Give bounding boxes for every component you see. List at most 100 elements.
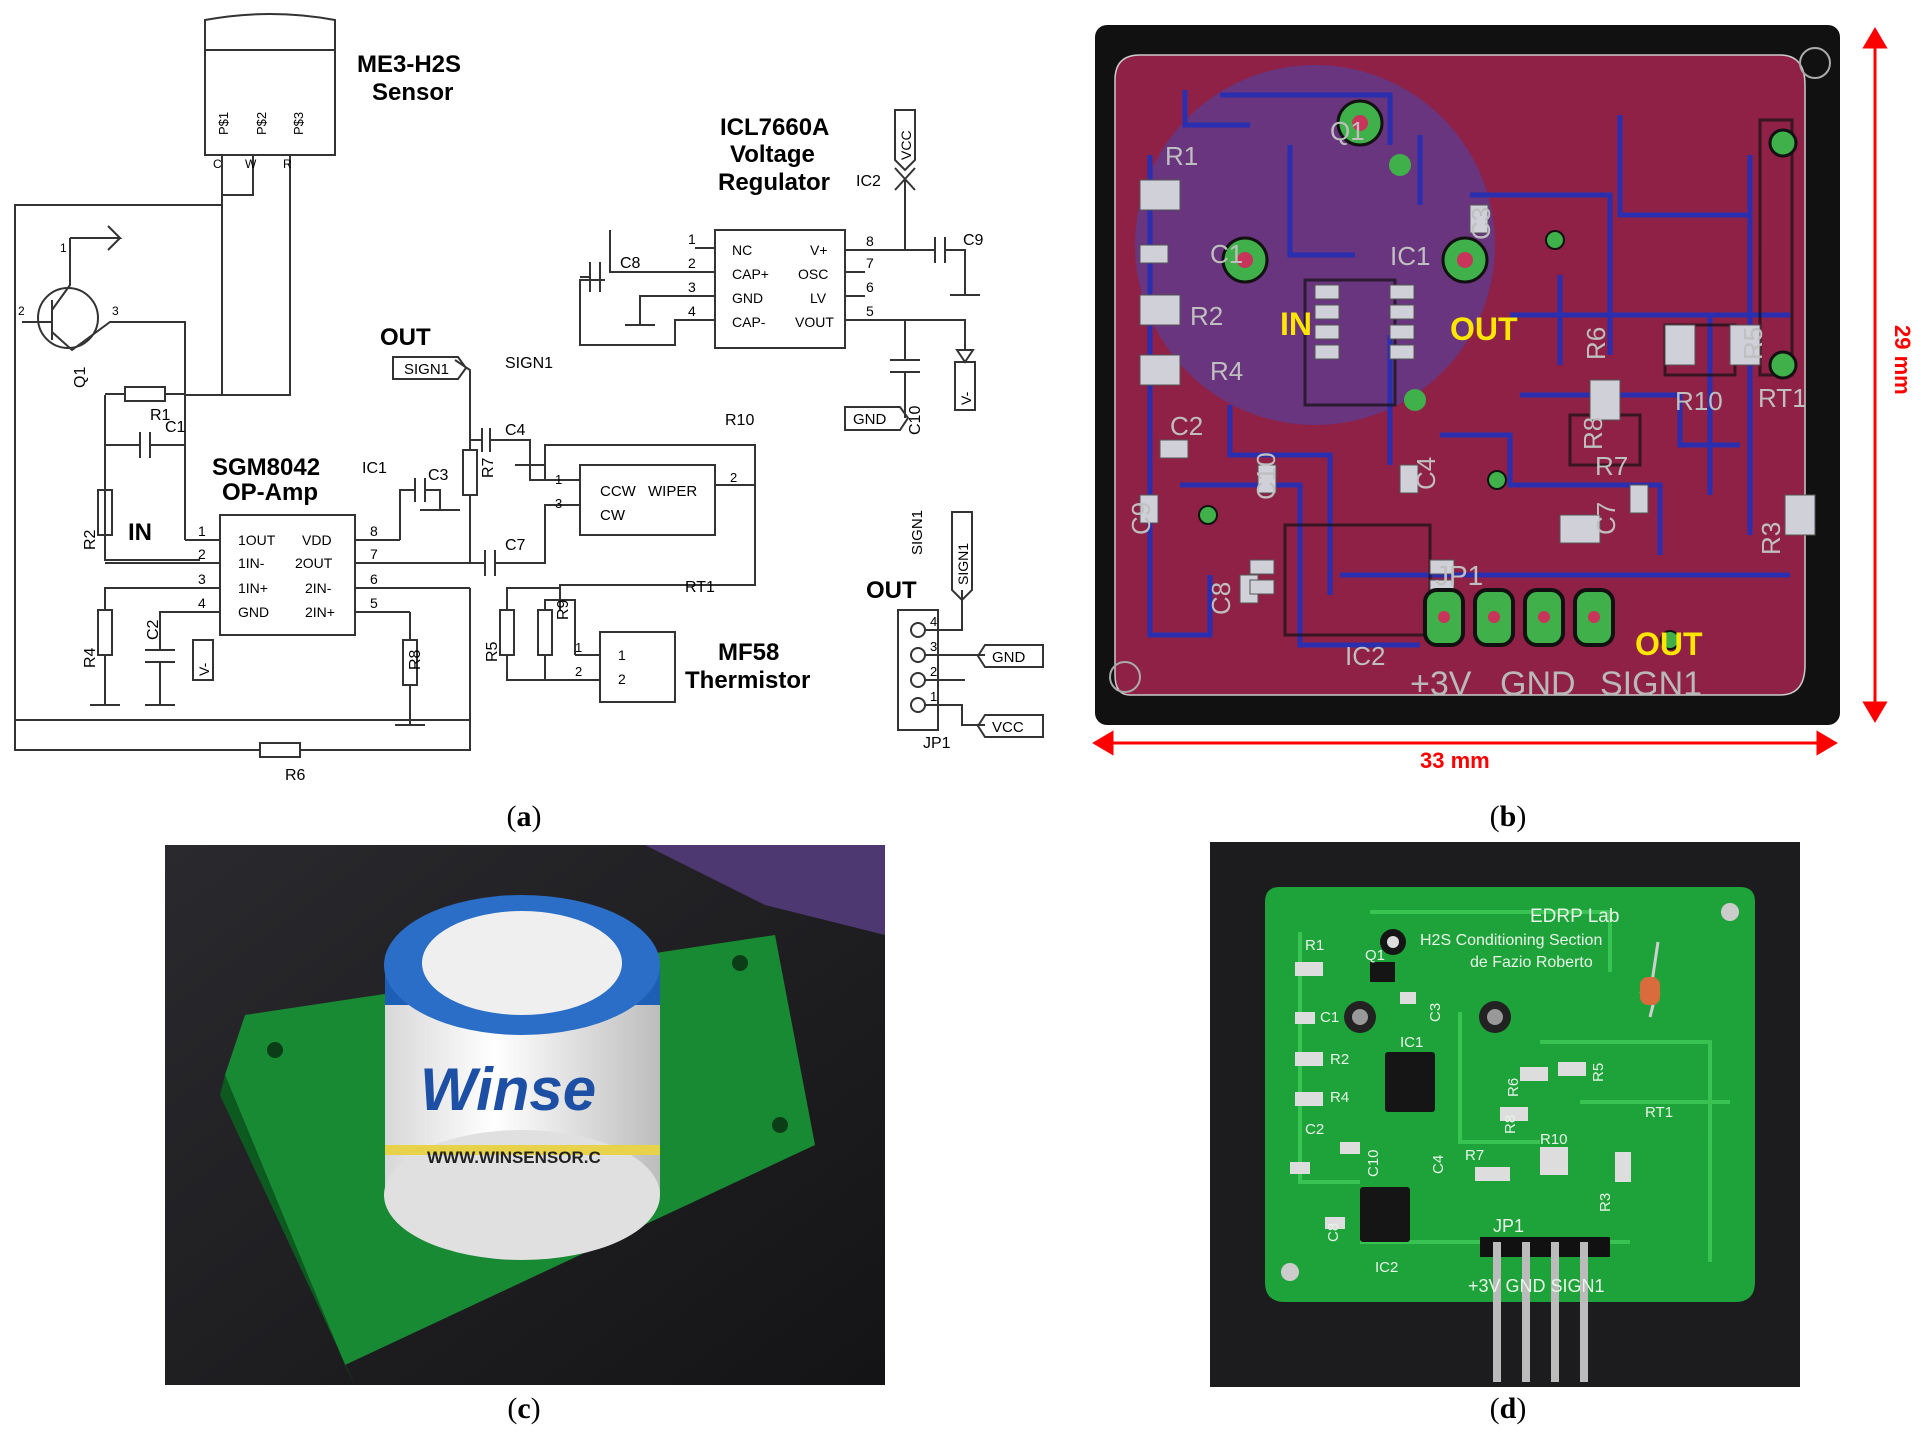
board-silk-r4: R4 (1330, 1089, 1349, 1106)
pcb-layout: R1 C1 R2 R4 C2 C9 C8 C10 IC1 IC2 Q1 C3 C… (1092, 25, 1915, 773)
c1-label: C1 (165, 419, 186, 436)
connector-sign1-tag: SIGN1 (955, 543, 971, 585)
sensor-terminal-w: W (245, 157, 257, 171)
opamp-pin-3: 3 (198, 571, 206, 587)
pcb-silk-c7: C7 (1591, 502, 1621, 535)
regulator-pin-6-label: LV (810, 290, 827, 306)
q1-label: Q1 (72, 367, 89, 388)
board-silk-c8: C8 (1325, 1223, 1342, 1242)
sensor-pin-2: P$2 (254, 112, 269, 135)
regulator-pin-1: 1 (688, 231, 696, 247)
pcb-width-label: 33 mm (1420, 748, 1490, 773)
sensor-pin-1: P$1 (216, 112, 231, 135)
pcb-silk-c9: C9 (1126, 502, 1156, 535)
pcb-silk-r10: R10 (1675, 386, 1723, 416)
sensor-name: ME3-H2S (357, 51, 461, 78)
regulator-pin-8: 8 (866, 233, 874, 249)
sensor-terminal-c: C (213, 157, 222, 171)
connector-pin-1: 1 (930, 689, 937, 704)
sensor-subtitle: Sensor (372, 79, 453, 106)
connector-pin-3: 3 (930, 639, 937, 654)
sign1-net-label: SIGN1 (505, 355, 553, 372)
jp1-label: JP1 (923, 735, 951, 752)
opamp-pin-4: 4 (198, 595, 206, 611)
sensor-terminal-r: R (283, 157, 292, 171)
r9-label: R9 (555, 599, 572, 620)
c7-label: C7 (505, 537, 526, 554)
thermistor-subtitle: Thermistor (685, 667, 810, 694)
pcb-silk-jp1: JP1 (1435, 560, 1483, 591)
thermistor-pin-1: 1 (618, 647, 626, 663)
caption-d: (d) (1489, 1392, 1527, 1425)
pcb-silk-rt1: RT1 (1758, 383, 1807, 413)
regulator-pin-4-label: CAP- (732, 314, 766, 330)
regulator-pin-1-label: NC (732, 242, 752, 258)
c10-label: C10 (907, 406, 924, 435)
connector-gnd-tag: GND (992, 649, 1026, 666)
regulator-vcc-tag: VCC (898, 130, 914, 160)
regulator-gnd-tag: GND (853, 411, 887, 428)
pcb-silk-r1: R1 (1165, 141, 1198, 171)
thermistor-name: MF58 (718, 639, 779, 666)
board-silk-c2: C2 (1305, 1121, 1324, 1138)
sensor-photo: Winse WWW.WINSENSOR.C (165, 845, 885, 1385)
caption-b: (b) (1489, 800, 1527, 833)
board-silk-jp1: JP1 (1493, 1216, 1524, 1236)
opamp-pin-6-label: 2IN- (305, 580, 332, 596)
board-silk-c3: C3 (1427, 1003, 1444, 1022)
board-silk-c10: C10 (1365, 1149, 1382, 1177)
thermistor-pin-2: 2 (618, 671, 626, 687)
opamp-pin-3-label: 1IN+ (238, 580, 268, 596)
opamp-pin-1-label: 1OUT (238, 532, 276, 548)
thermistor-net-pin-1: 1 (575, 640, 582, 655)
q1-pin-1: 1 (60, 241, 67, 255)
pcb-out-label: OUT (1450, 311, 1518, 347)
connector-vcc-tag: VCC (992, 719, 1024, 736)
r5-label: R5 (484, 641, 501, 662)
regulator-ref: IC2 (856, 173, 881, 190)
opamp-ref: IC1 (362, 460, 387, 477)
trimmer-cw: CW (600, 507, 626, 524)
opamp-pin-1: 1 (198, 523, 206, 539)
regulator-line3: Regulator (718, 169, 830, 196)
pcb-in-label: IN (1280, 306, 1312, 342)
board-silk-r5: R5 (1590, 1063, 1607, 1082)
pcb-silk-r5: R5 (1738, 327, 1768, 360)
pcb-silk-c2: C2 (1170, 411, 1203, 441)
board-text-author: de Fazio Roberto (1470, 954, 1593, 971)
pcb-silk-r3: R3 (1756, 522, 1786, 555)
r10-label: R10 (725, 412, 754, 429)
regulator-pin-5-label: VOUT (795, 314, 834, 330)
schematic-diagram: ME3-H2S Sensor P$1 P$2 P$3 C W R 1 2 3 Q… (14, 13, 1044, 784)
svg-text:Winse: Winse (420, 1056, 596, 1123)
connector-out-label: OUT (866, 577, 917, 604)
c3-label: C3 (428, 467, 449, 484)
c8-label: C8 (620, 255, 641, 272)
opamp-pin-8: 8 (370, 523, 378, 539)
pcb-out-connector-label: OUT (1635, 626, 1703, 662)
sensor-pin-3: P$3 (291, 112, 306, 135)
regulator-pin-2-label: CAP+ (732, 266, 769, 282)
caption-c: (c) (507, 1392, 541, 1425)
out-label: OUT (380, 324, 431, 351)
pcb-silk-r2: R2 (1190, 301, 1223, 331)
pcb-silk-q1: Q1 (1330, 116, 1365, 146)
pcb-height-label: 29 mm (1890, 325, 1915, 395)
pcb-pin-label-3v: +3V (1410, 665, 1472, 703)
opamp-pin-4-label: GND (238, 604, 269, 620)
regulator-vneg-tag: V- (958, 391, 974, 405)
connector-sign1-net: SIGN1 (909, 510, 926, 555)
pcb-silk-r7: R7 (1595, 451, 1628, 481)
opamp-pin-8-label: VDD (302, 532, 332, 548)
rt1-label: RT1 (685, 579, 715, 596)
pcb-silk-c4: C4 (1411, 457, 1441, 490)
c9-label: C9 (963, 232, 984, 249)
pcb-silk-r8: R8 (1578, 417, 1608, 450)
regulator-pin-2: 2 (688, 255, 696, 271)
pcb-silk-c10: C10 (1251, 452, 1281, 500)
caption-a: (a) (506, 800, 542, 833)
opamp-pin-5: 5 (370, 595, 378, 611)
r6-label: R6 (285, 767, 306, 784)
r2-label: R2 (82, 529, 99, 550)
opamp-pin-6: 6 (370, 571, 378, 587)
